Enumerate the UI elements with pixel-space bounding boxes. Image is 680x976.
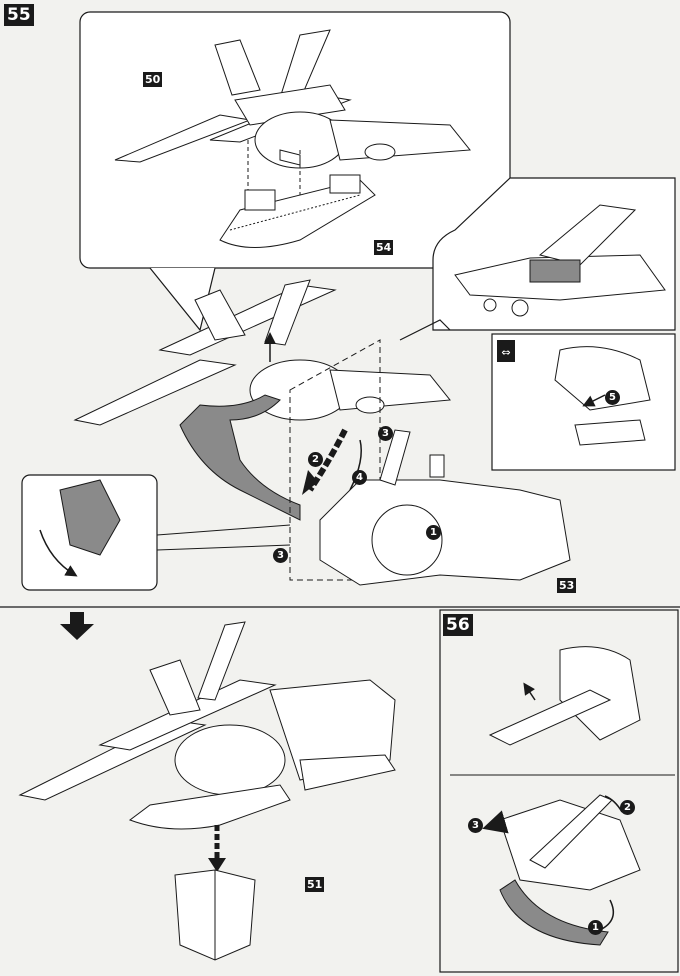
step-number-55: 55 [4,4,34,26]
callout-2: 2 [308,452,323,467]
callout-3-top: 3 [378,426,393,441]
down-arrow-icon [60,612,94,640]
callout-4: 4 [352,470,367,485]
part-label-54: 54 [374,240,394,255]
step56-callout-3: 3 [468,818,483,833]
body-part-53 [319,429,571,586]
stand-part-51 [174,869,256,961]
detail-bubble-right [399,177,676,341]
step56-hand-release [499,794,641,946]
step56-callout-1: 1 [588,920,603,935]
callout-3-bottom: 3 [273,548,288,563]
base-part-54 [219,174,376,248]
grey-shell-piece [179,394,301,521]
part-label-50: 50 [143,72,163,87]
completed-assembly [18,621,396,830]
part-label-53: 53 [557,578,577,593]
detail-bubble-left [21,474,291,591]
callout-1: 1 [426,525,441,540]
detail-panel-clip: ⇔ [491,333,676,471]
wing-assembly-part-50 [114,29,471,169]
part-label-51: 51 [305,877,325,892]
main-wing-assembly [73,279,451,426]
step56-hand-lift [488,646,641,746]
svg-text:⇔: ⇔ [501,346,510,359]
step-number-56: 56 [443,614,473,636]
callout-5: 5 [605,390,620,405]
step56-callout-2: 2 [620,800,635,815]
detail-bubble-top [79,11,511,332]
